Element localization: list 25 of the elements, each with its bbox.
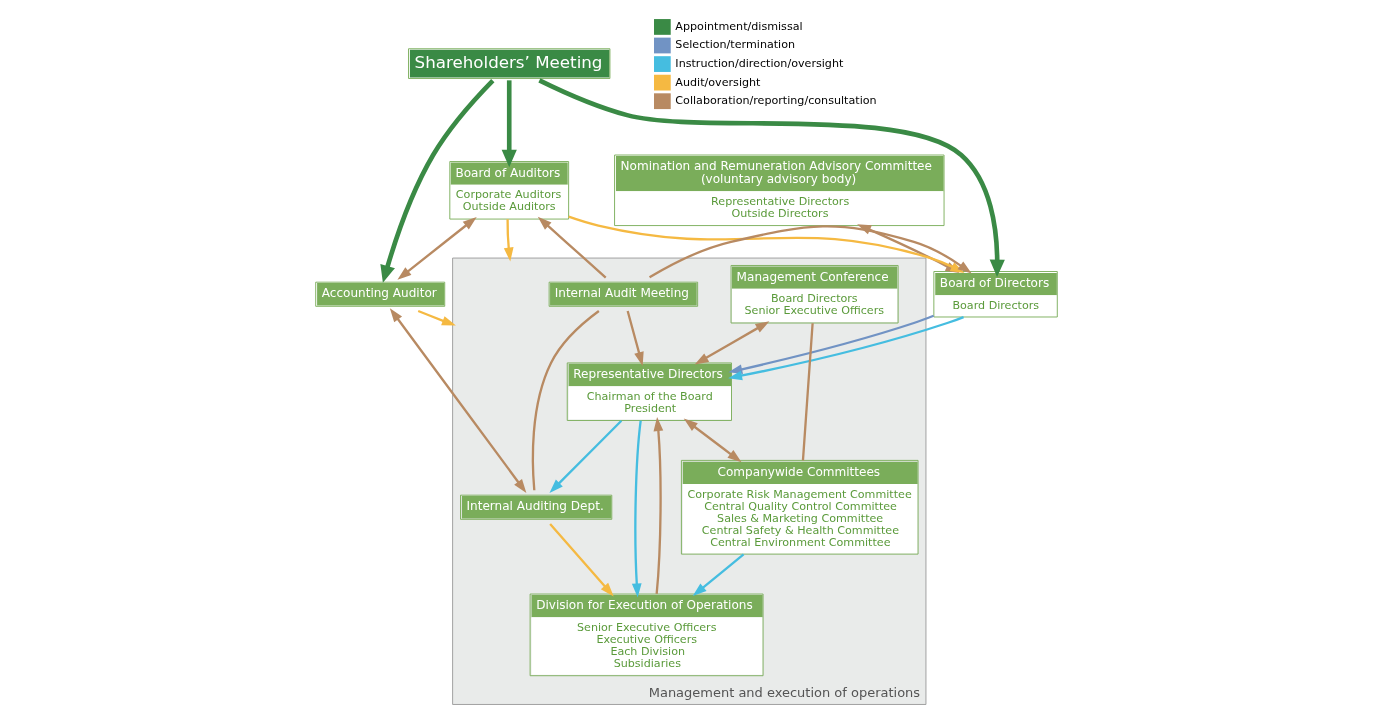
arrow: [417, 309, 456, 326]
arrow: [626, 310, 644, 366]
arrow: [397, 216, 477, 280]
arrow: [537, 216, 607, 279]
arrow: [683, 418, 742, 463]
legend-label: Selection/termination: [675, 38, 796, 52]
arrow: [549, 419, 623, 493]
arrow: [694, 321, 770, 365]
legend-label: Instruction/direction/oversight: [675, 56, 844, 70]
arrow: [503, 219, 514, 262]
arrow: [631, 420, 642, 598]
arrow: [692, 553, 745, 597]
arrow: [653, 417, 664, 594]
arrow: [380, 78, 495, 283]
legend-label: Appointment/dismissal: [675, 19, 803, 33]
arrow: [501, 80, 517, 168]
arrow: [549, 523, 614, 597]
connector: [801, 323, 814, 461]
connector: [531, 310, 600, 491]
arrow: [538, 78, 1005, 278]
arrow: [728, 315, 964, 381]
arrow: [389, 308, 527, 494]
arrow: [728, 314, 935, 375]
legend-label: Collaboration/reporting/consultation: [675, 94, 877, 108]
legend-label: Audit/oversight: [675, 75, 761, 89]
